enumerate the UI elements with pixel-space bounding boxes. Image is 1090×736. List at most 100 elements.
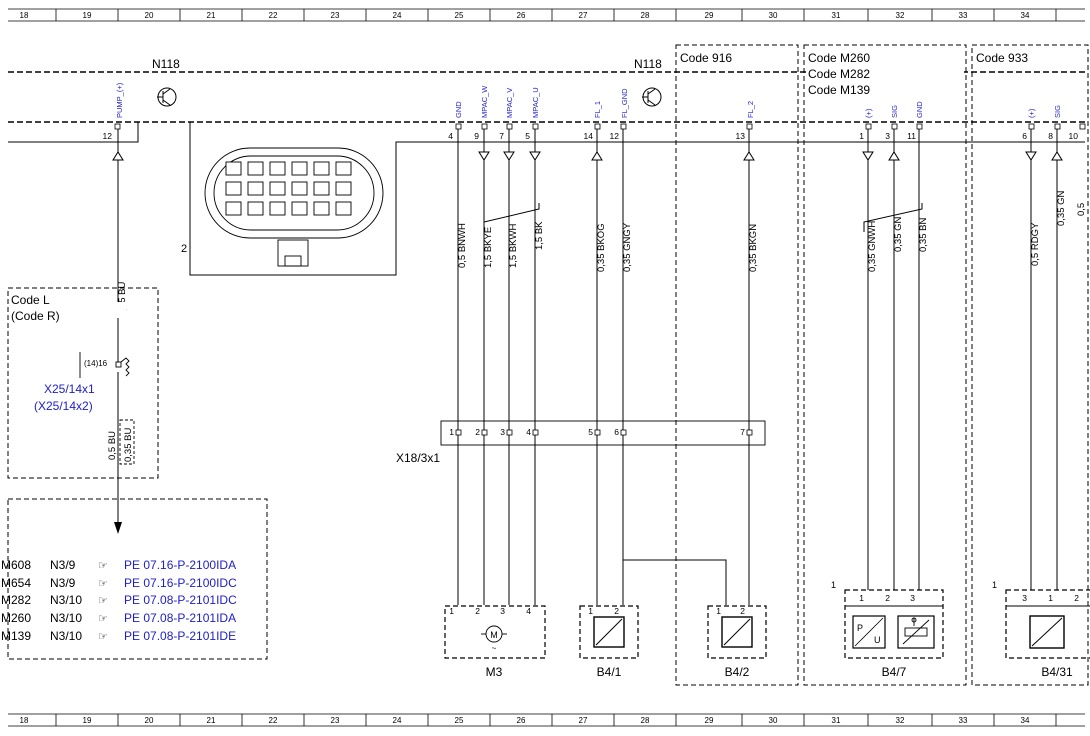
ruler-num: 34 (1021, 11, 1030, 20)
ref-link[interactable]: PE 07.16-P-2100IDC (124, 576, 237, 590)
component-label-b4-2: B4/2 (725, 665, 750, 679)
ruler-num: 18 (20, 716, 29, 725)
ruler-num: 27 (579, 11, 588, 20)
ref-link[interactable]: PE 07.08-P-2101IDA (124, 611, 236, 625)
component-pin: 2 (885, 593, 890, 603)
ruler-num: 33 (959, 11, 968, 20)
x18-pin: 6 (614, 427, 619, 437)
x18-pin: 1 (449, 427, 454, 437)
pin-signal: FL_GND (620, 88, 629, 118)
pin-number: 12 (103, 131, 113, 141)
wire-labels: 0,35 BU 0,5 BNWH 1,5 BKYE 1,5 BKWH 1,5 B… (107, 190, 1087, 462)
pin-number: 1 (859, 131, 864, 141)
component-pin: 1 (859, 593, 864, 603)
x18-pin: 4 (526, 427, 531, 437)
transistor-icon (642, 87, 662, 107)
pin-terminals (114, 123, 1086, 130)
ref-model: M139 (1, 629, 31, 643)
ruler-num: 19 (83, 11, 92, 20)
component-pin: 4 (526, 606, 531, 616)
ruler-num: 28 (641, 716, 650, 725)
ref-unit: N3/10 (50, 593, 82, 607)
ruler-num: 23 (331, 11, 340, 20)
wire-label: 1,5 BKWH (508, 224, 519, 268)
hand-pointer-icon: ☞ (98, 631, 108, 643)
pin-signal: GND (915, 101, 924, 118)
reference-list: M608 N3/9 ☞ PE 07.16-P-2100IDA M654 N3/9… (1, 558, 237, 643)
pressure-icon: P (857, 623, 863, 633)
ruler-num: 24 (393, 716, 402, 725)
ruler-num: 30 (769, 716, 778, 725)
ruler-num: 25 (455, 11, 464, 20)
component-label-b4-31: B4/31 (1041, 665, 1073, 679)
ruler-numbers: 18 19 20 21 22 23 24 25 26 27 28 29 30 3… (20, 11, 1030, 725)
wire-label: 0,5 BNWH (457, 223, 468, 268)
pin-signal: PUMP_(+) (115, 82, 124, 118)
b4-1-sensor: 1 2 B4/1 (579, 605, 639, 679)
x25-connector (79, 352, 135, 465)
pin-number: 6 (1022, 131, 1027, 141)
code-l-box (7, 287, 159, 479)
ref-unit: N3/9 (50, 558, 76, 572)
reference-row: M260 N3/10 ☞ PE 07.08-P-2101IDA (1, 611, 236, 625)
wire-label: 0,35 GNWH (867, 221, 878, 272)
m3-pump-motor: M ~ 1 2 3 4 M3 (444, 605, 546, 679)
component-pin: 1 (449, 606, 454, 616)
component-ref: 1 (992, 580, 997, 590)
ruler-num: 25 (455, 716, 464, 725)
ref-link[interactable]: PE 07.08-P-2101IDE (124, 629, 236, 643)
ruler-bottom (8, 713, 1085, 727)
module-label-right: N118 (634, 57, 662, 71)
ref-model: M282 (1, 593, 31, 607)
component-label-b4-7: B4/7 (882, 665, 907, 679)
pin-signal: MPAC_W (480, 85, 489, 118)
b4-2-sensor: 1 2 B4/2 (707, 605, 767, 679)
reference-box (7, 498, 268, 660)
ruler-num: 31 (832, 716, 841, 725)
component-pin: 3 (910, 593, 915, 603)
thermistor-icon (902, 617, 930, 645)
ref-unit: N3/10 (50, 629, 82, 643)
x18-pin: 7 (740, 427, 745, 437)
wire-label: 0,35 BU (117, 282, 128, 316)
hand-pointer-icon: ☞ (98, 560, 108, 572)
pin-number: 8 (1048, 131, 1053, 141)
component-pin: 3 (500, 606, 505, 616)
pin-number-labels: 12 4 9 7 5 14 12 13 1 3 11 6 8 10 (103, 131, 1079, 141)
ruler-num: 26 (517, 716, 526, 725)
pin-signal: (+) (864, 108, 873, 118)
ruler-num: 21 (207, 11, 216, 20)
ruler-num: 23 (331, 716, 340, 725)
wire-label: 0,35 GNGY (622, 222, 633, 272)
wire-label: 0,35 BU (123, 428, 134, 462)
ruler-num: 26 (517, 11, 526, 20)
wire-label: 0,5 RDGY (1030, 222, 1041, 266)
component-label-b4-1: B4/1 (597, 665, 622, 679)
code-933-label: Code 933 (976, 51, 1028, 65)
x18-pin: 3 (500, 427, 505, 437)
pin-signal: SIG (890, 105, 899, 118)
signal-arrows (112, 151, 1063, 161)
ruler-top (8, 8, 1085, 22)
voltage-icon: U (874, 635, 881, 645)
pin-number: 14 (584, 131, 594, 141)
ruler-num: 31 (832, 11, 841, 20)
pin-number: 7 (499, 131, 504, 141)
wire-label: 0,5 (1076, 203, 1087, 216)
hand-pointer-icon: ☞ (98, 595, 108, 607)
ruler-num: 33 (959, 716, 968, 725)
connector-ref: 2 (181, 243, 187, 255)
component-label-m3: M3 (486, 665, 503, 679)
ruler-num: 28 (641, 11, 650, 20)
arrow-down-icon (114, 522, 122, 534)
ref-link[interactable]: PE 07.08-P-2101IDC (124, 593, 237, 607)
ruler-num: 21 (207, 716, 216, 725)
ruler-num: 29 (705, 716, 714, 725)
pin-signal-labels: PUMP_(+) GND MPAC_W MPAC_V MPAC_U FL_1 F… (115, 82, 1062, 118)
reference-row: M139 N3/10 ☞ PE 07.08-P-2101IDE (1, 629, 236, 643)
ref-link[interactable]: PE 07.16-P-2100IDA (124, 558, 236, 572)
pin-number: 10 (1069, 131, 1079, 141)
transistor-icon (157, 87, 177, 107)
x18-terminals (455, 429, 753, 436)
pin-number: 12 (610, 131, 620, 141)
